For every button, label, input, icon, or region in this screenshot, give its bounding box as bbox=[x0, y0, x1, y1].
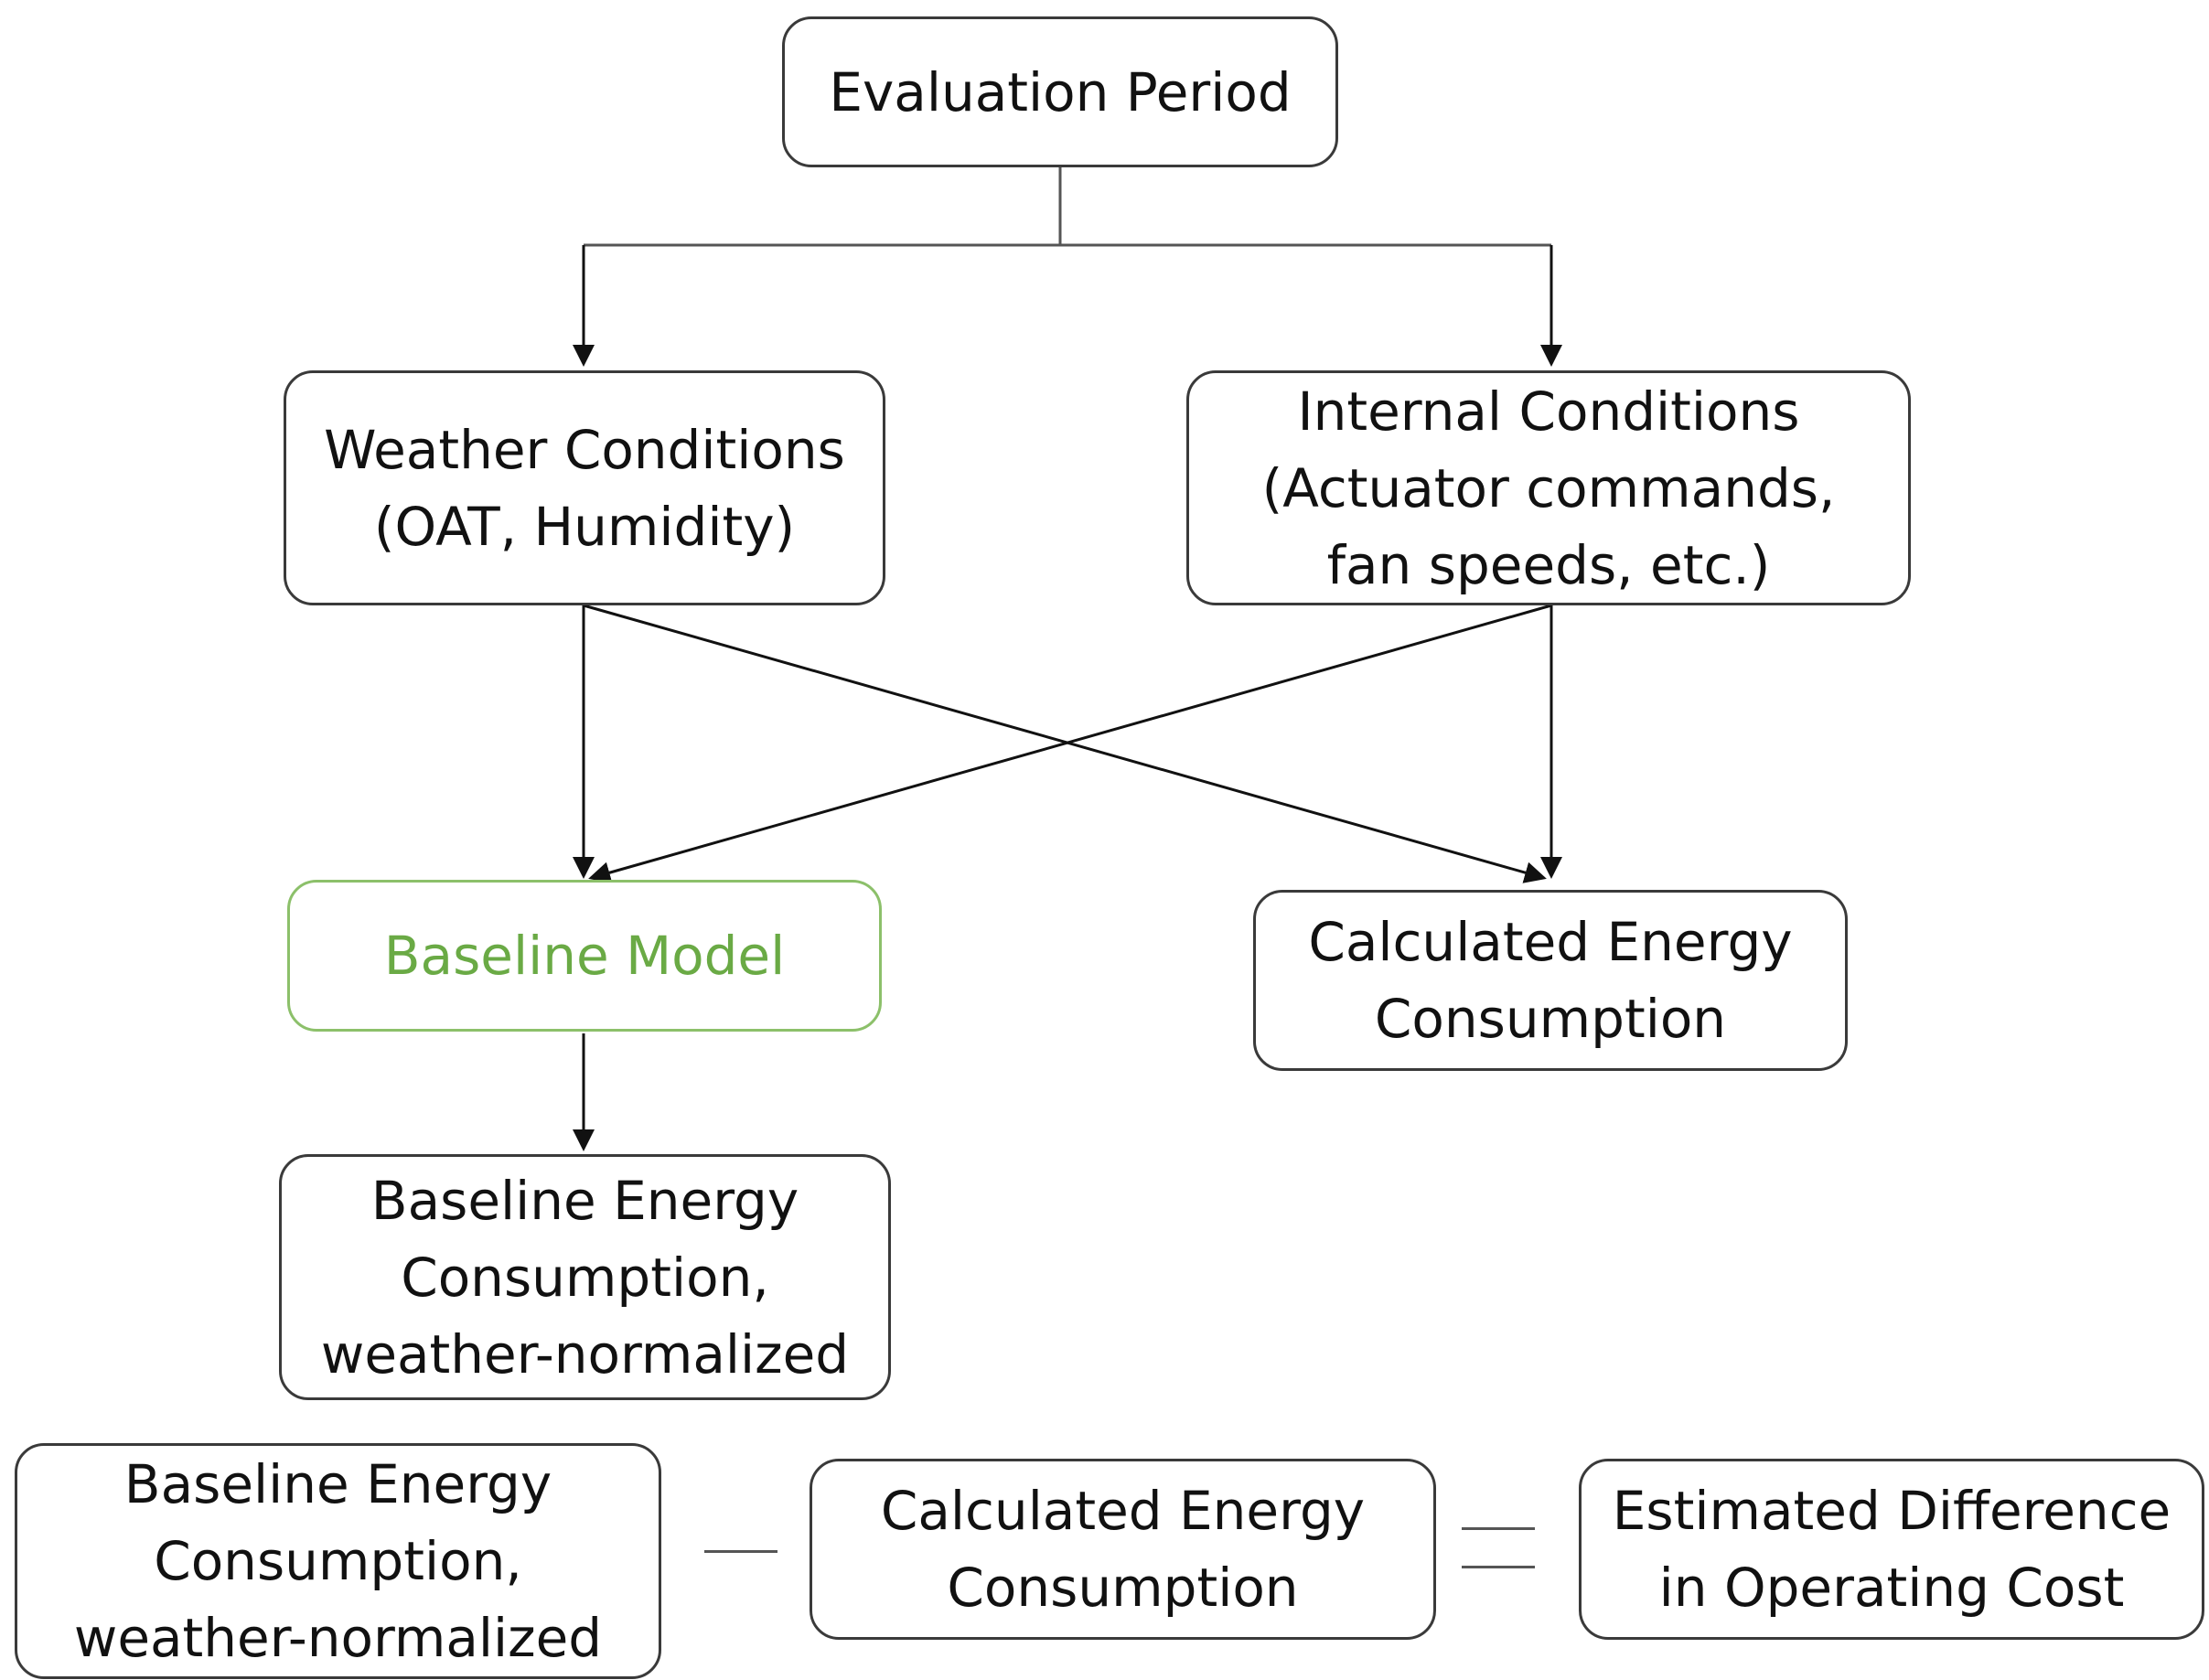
baseline-energy-box: Baseline Energy Consumption, weather-nor… bbox=[279, 1154, 891, 1400]
equation-result-box: Estimated Difference in Operating Cost bbox=[1579, 1459, 2204, 1640]
weather-conditions-line-2: (OAT, Humidity) bbox=[373, 495, 796, 558]
internal-conditions-line-3: fan speeds, etc.) bbox=[1326, 533, 1771, 596]
baseline-energy-line-2: Consumption, bbox=[401, 1246, 769, 1309]
equals-sign-top bbox=[1462, 1527, 1535, 1530]
evaluation-period-label: Evaluation Period bbox=[829, 60, 1292, 123]
internal-conditions-line-1: Internal Conditions bbox=[1297, 380, 1800, 443]
baseline-model-box: Baseline Model bbox=[287, 880, 882, 1032]
internal-conditions-line-2: (Actuator commands, bbox=[1261, 456, 1836, 519]
equation-result-line-2: in Operating Cost bbox=[1658, 1557, 2125, 1619]
baseline-energy-line-3: weather-normalized bbox=[320, 1322, 850, 1386]
minus-sign bbox=[704, 1550, 777, 1553]
baseline-energy-line-1: Baseline Energy bbox=[370, 1169, 799, 1232]
equation-result-line-1: Estimated Difference bbox=[1612, 1480, 2171, 1542]
equation-term-baseline-box: Baseline Energy Consumption, weather-nor… bbox=[15, 1443, 661, 1679]
equation-term-baseline-line-2: Consumption, bbox=[154, 1530, 522, 1592]
weather-conditions-line-1: Weather Conditions bbox=[324, 418, 845, 481]
equation-term-baseline-line-1: Baseline Energy bbox=[123, 1453, 552, 1515]
calculated-energy-line-1: Calculated Energy bbox=[1308, 911, 1793, 973]
equation-term-calculated-line-1: Calculated Energy bbox=[880, 1480, 1366, 1542]
calculated-energy-line-2: Consumption bbox=[1374, 988, 1727, 1050]
arrow-weather-to-calculated bbox=[583, 604, 1547, 883]
arrow-internal-to-baseline-model bbox=[588, 604, 1552, 883]
baseline-model-label: Baseline Model bbox=[383, 925, 786, 987]
equals-sign-bottom bbox=[1462, 1566, 1535, 1568]
calculated-energy-box: Calculated Energy Consumption bbox=[1253, 890, 1848, 1071]
equation-term-baseline-line-3: weather-normalized bbox=[73, 1607, 603, 1669]
equation-term-calculated-box: Calculated Energy Consumption bbox=[810, 1459, 1436, 1640]
internal-conditions-box: Internal Conditions (Actuator commands, … bbox=[1186, 370, 1911, 605]
equation-term-calculated-line-2: Consumption bbox=[947, 1557, 1299, 1619]
weather-conditions-box: Weather Conditions (OAT, Humidity) bbox=[284, 370, 885, 605]
evaluation-period-box: Evaluation Period bbox=[782, 16, 1338, 167]
